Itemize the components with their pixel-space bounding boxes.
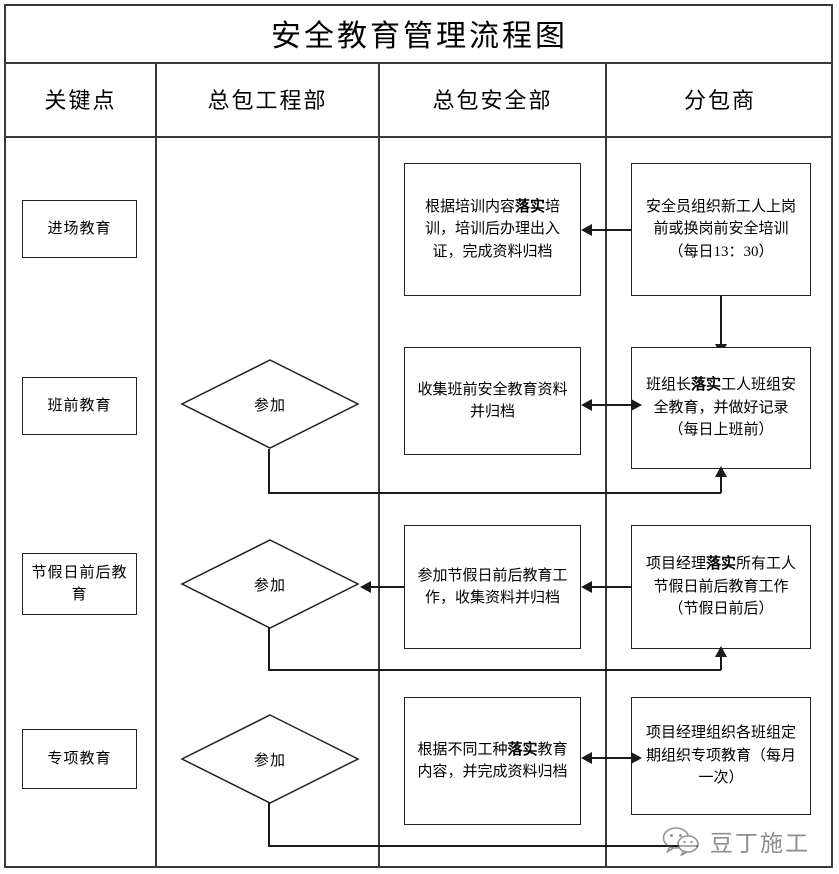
subcontractor-task-text-2: 班组长落实工人班组安全教育，并做好记录（每日上班前） [645, 377, 797, 439]
connector-d4-right [268, 845, 698, 847]
grid-vline-2 [378, 62, 380, 868]
arrow-left-icon-r1 [581, 224, 592, 236]
safety-task-text-1: 根据培训内容落实培训，培训后办理出入证，完成资料归档 [424, 198, 561, 260]
arrow-up-icon-r2 [715, 466, 727, 477]
subcontractor-task-node-3[interactable]: 项目经理落实所有工人节假日前后教育工作（节假日前后） [631, 525, 811, 649]
key-point-label-4: 专项教育 [47, 750, 112, 767]
connector-d4-down [268, 803, 270, 846]
safety-task-node-2[interactable]: 收集班前安全教育资料并归档 [404, 347, 581, 455]
subcontractor-task-node-2[interactable]: 班组长落实工人班组安全教育，并做好记录（每日上班前） [631, 347, 811, 469]
safety-task-text-3: 参加节假日前后教育工作，收集资料并归档 [417, 567, 568, 607]
connector-r3-safety-to-diamond [371, 586, 404, 588]
grid-hline-title [4, 62, 833, 64]
key-point-label-2: 班前教育 [47, 397, 112, 414]
connector-r3-sub-to-safety [592, 586, 631, 588]
chart-frame [4, 4, 833, 868]
subcontractor-task-text-4: 项目经理组织各班组定期组织专项教育（每月一次） [645, 725, 796, 787]
key-point-node-1[interactable]: 进场教育 [22, 200, 137, 258]
key-point-node-3[interactable]: 节假日前后教育 [22, 553, 137, 615]
grid-hline-header [4, 136, 833, 138]
wechat-icon [662, 827, 699, 856]
key-point-label-3: 节假日前后教育 [31, 564, 128, 604]
connector-r2-safety-sub [592, 404, 631, 406]
subcontractor-task-node-4[interactable]: 项目经理组织各班组定期组织专项教育（每月一次） [631, 697, 811, 815]
connector-d3-right [268, 669, 721, 671]
connector-r3-up-stub [720, 655, 722, 670]
connector-r1-sub-to-safety [592, 229, 631, 231]
engineering-decision-node-3[interactable]: 参加 [180, 538, 360, 630]
safety-task-node-4[interactable]: 根据不同工种落实教育内容，并完成资料归档 [404, 697, 581, 825]
grid-vline-3 [605, 62, 607, 868]
diamond-shape-4 [180, 714, 360, 804]
arrow-left-icon-r2 [581, 399, 592, 411]
safety-task-text-4: 根据不同工种落实教育内容，并完成资料归档 [417, 741, 568, 781]
safety-task-text-2: 收集班前安全教育资料并归档 [417, 381, 568, 421]
arrow-up-icon-r3 [715, 646, 727, 657]
arrow-right-icon-r4 [631, 752, 642, 764]
subcontractor-task-node-1[interactable]: 安全员组织新工人上岗前或换岗前安全培训（每日13：30） [631, 163, 811, 296]
safety-task-node-3[interactable]: 参加节假日前后教育工作，收集资料并归档 [404, 525, 581, 649]
key-point-node-4[interactable]: 专项教育 [22, 729, 137, 789]
engineering-decision-label-2: 参加 [253, 397, 286, 414]
column-header-subcontractor: 分包商 [683, 88, 756, 113]
connector-d2-down [268, 449, 270, 493]
arrow-left-icon-r3-diamond [360, 581, 371, 593]
arrow-left-icon-r4 [581, 752, 592, 764]
engineering-decision-node-2[interactable]: 参加 [180, 358, 360, 450]
connector-d2-right [268, 492, 721, 494]
page-title: 安全教育管理流程图 [271, 20, 568, 53]
diamond-shape-2 [180, 359, 360, 449]
connector-r2-up-stub [720, 475, 722, 493]
key-point-label-1: 进场教育 [47, 220, 112, 237]
diamond-shape-3 [180, 539, 360, 629]
watermark: 豆丁施工 [662, 824, 810, 858]
arrow-left-icon-r3 [581, 581, 592, 593]
engineering-decision-label-3: 参加 [253, 577, 286, 594]
subcontractor-task-text-1: 安全员组织新工人上岗前或换岗前安全培训（每日13：30） [645, 198, 796, 260]
column-header-engineering: 总包工程部 [207, 88, 328, 113]
arrow-right-icon-r2 [631, 399, 642, 411]
engineering-decision-node-4[interactable]: 参加 [180, 713, 360, 805]
subcontractor-task-text-3: 项目经理落实所有工人节假日前后教育工作（节假日前后） [645, 556, 797, 618]
safety-task-node-1[interactable]: 根据培训内容落实培训，培训后办理出入证，完成资料归档 [404, 163, 581, 296]
watermark-text: 豆丁施工 [710, 831, 810, 856]
column-header-safety: 总包安全部 [432, 88, 553, 113]
engineering-decision-label-4: 参加 [253, 752, 286, 769]
key-point-node-2[interactable]: 班前教育 [22, 377, 137, 435]
connector-r1-to-r2-sub [720, 296, 722, 346]
grid-vline-1 [155, 62, 157, 868]
connector-d3-down [268, 628, 270, 670]
connector-r4-safety-sub [592, 757, 631, 759]
column-header-key-point: 关键点 [44, 88, 117, 113]
